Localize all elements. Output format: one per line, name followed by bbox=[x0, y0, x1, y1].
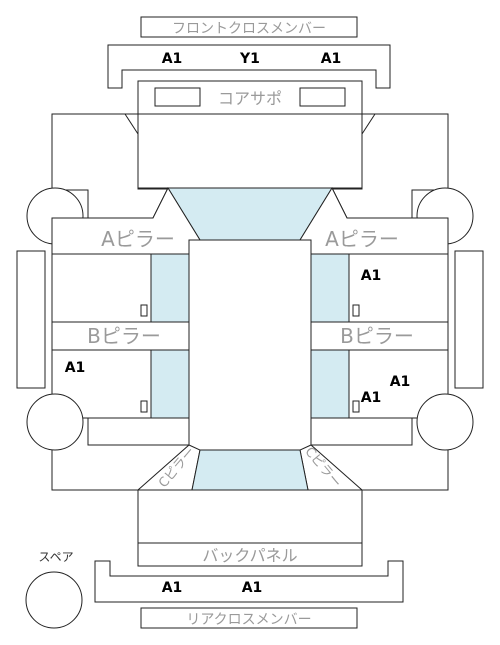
roof bbox=[188, 239, 312, 451]
mark-front-left: A1 bbox=[162, 51, 183, 67]
right-rear-handle bbox=[352, 400, 360, 413]
left-b-pillar-label: Bピラー bbox=[87, 324, 161, 348]
spare-tire bbox=[25, 571, 83, 629]
mark-left-rear-door: A1 bbox=[65, 360, 86, 376]
left-front-window bbox=[150, 253, 190, 323]
core-support-label: コアサポ bbox=[218, 89, 282, 108]
mark-right-rear-lower: A1 bbox=[361, 390, 382, 406]
headlight-right bbox=[299, 87, 346, 107]
rear-left-wheel bbox=[26, 393, 84, 451]
left-side-step bbox=[16, 250, 46, 389]
front-cross-member bbox=[107, 44, 391, 89]
right-side-step bbox=[454, 250, 484, 389]
right-front-handle bbox=[352, 304, 360, 317]
hood bbox=[137, 113, 363, 190]
mark-rear-left: A1 bbox=[162, 580, 183, 596]
rear-right-wheel bbox=[416, 393, 474, 451]
left-a-pillar-label: Aピラー bbox=[101, 227, 175, 251]
mark-right-rear-upper: A1 bbox=[390, 374, 411, 390]
back-panel-label: バックパネル bbox=[202, 546, 297, 565]
mark-front-center: Y1 bbox=[239, 51, 260, 67]
rear-cross-member-label: リアクロスメンバー bbox=[186, 612, 311, 628]
mark-front-right: A1 bbox=[321, 51, 342, 67]
right-front-window bbox=[310, 253, 350, 323]
left-fender-seam bbox=[124, 113, 139, 135]
front-cross-member-label: フロントクロスメンバー bbox=[172, 21, 326, 37]
back-panel bbox=[137, 542, 363, 567]
rear-cross-member-label-box bbox=[140, 607, 358, 629]
left-b-pillar bbox=[51, 321, 190, 351]
mark-rear-center: A1 bbox=[242, 580, 263, 596]
headlight-left bbox=[154, 87, 201, 107]
right-b-pillar-label: Bピラー bbox=[340, 324, 414, 348]
right-fender-seam bbox=[361, 113, 376, 135]
right-rear-window bbox=[310, 349, 350, 419]
mark-right-front-door: A1 bbox=[361, 268, 382, 284]
left-front-handle bbox=[140, 304, 148, 317]
rear-window bbox=[191, 449, 309, 491]
left-rear-window bbox=[150, 349, 190, 419]
trunk bbox=[137, 489, 363, 544]
left-rear-handle bbox=[140, 400, 148, 413]
front-cross-member-label-box bbox=[140, 16, 358, 38]
spare-label: スペア bbox=[38, 550, 73, 564]
rear-cross-member bbox=[94, 560, 404, 603]
right-a-pillar-label: Aピラー bbox=[325, 227, 399, 251]
